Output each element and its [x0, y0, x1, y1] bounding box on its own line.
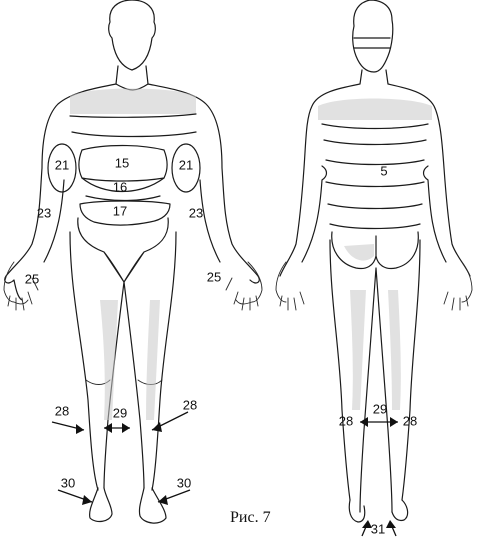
- label-front-abdomen: 17: [113, 203, 127, 218]
- front-shoulder-shade: [70, 89, 196, 115]
- back-right-hand: [276, 262, 304, 310]
- arrowhead: [122, 423, 130, 433]
- back-heels: [349, 500, 407, 522]
- back-leg-shade: [350, 290, 401, 410]
- front-head: [109, 0, 156, 70]
- front-pelvis: [78, 218, 168, 282]
- front-leg-shade: [100, 300, 160, 420]
- front-left-hand: [226, 262, 262, 310]
- front-neck: [116, 66, 148, 84]
- label-front-left-upper-arm: 21: [179, 157, 193, 172]
- front-legs: [70, 232, 176, 490]
- label-front-left-forearm: 23: [189, 205, 203, 220]
- front-labels: 21 15 21 16 17 23 23 25 25 28 29 28 30 3…: [25, 155, 221, 490]
- arrowhead: [76, 424, 84, 434]
- label-front-right-forearm: 23: [37, 205, 51, 220]
- label-front-left-shin: 28: [183, 397, 197, 412]
- back-shoulder-shade: [318, 99, 432, 121]
- back-head: [353, 0, 393, 72]
- label-front-left-foot: 30: [177, 475, 191, 490]
- arrowhead: [82, 495, 92, 505]
- label-back-left-shin: 28: [403, 413, 417, 428]
- label-back-heels: 31: [371, 521, 385, 536]
- back-bands: [322, 124, 428, 229]
- label-front-right-shin: 28: [55, 403, 69, 418]
- back-head-band: [354, 38, 390, 48]
- label-front-right-hand: 25: [25, 271, 39, 286]
- label-back-inner-shins: 29: [373, 401, 387, 416]
- front-left-foot: [139, 488, 166, 523]
- label-front-chest: 15: [115, 155, 129, 170]
- label-front-waist: 16: [113, 179, 127, 194]
- back-buttocks-shade: [344, 244, 374, 261]
- front-right-foot: [90, 488, 112, 521]
- label-front-right-upper-arm: 21: [55, 157, 69, 172]
- label-back-right-shin: 28: [339, 413, 353, 428]
- label-front-right-foot: 30: [61, 475, 75, 490]
- front-chest-band: [70, 114, 196, 137]
- front-figure: [4, 0, 262, 523]
- arrowhead: [158, 495, 168, 505]
- front-body-outline: [5, 84, 260, 300]
- figure-caption: Рис. 7: [230, 509, 271, 526]
- arrowhead: [390, 417, 398, 427]
- back-buttocks: [332, 232, 419, 269]
- label-front-left-hand: 25: [207, 269, 221, 284]
- back-labels: 5 28 29 28 31: [339, 163, 417, 536]
- arrowhead: [386, 520, 396, 528]
- back-legs: [330, 240, 420, 512]
- back-left-hand: [444, 262, 472, 310]
- label-back-center: 5: [380, 163, 387, 178]
- back-figure: [276, 0, 472, 522]
- label-front-inner-shins: 29: [113, 405, 127, 420]
- arrowhead: [152, 422, 162, 432]
